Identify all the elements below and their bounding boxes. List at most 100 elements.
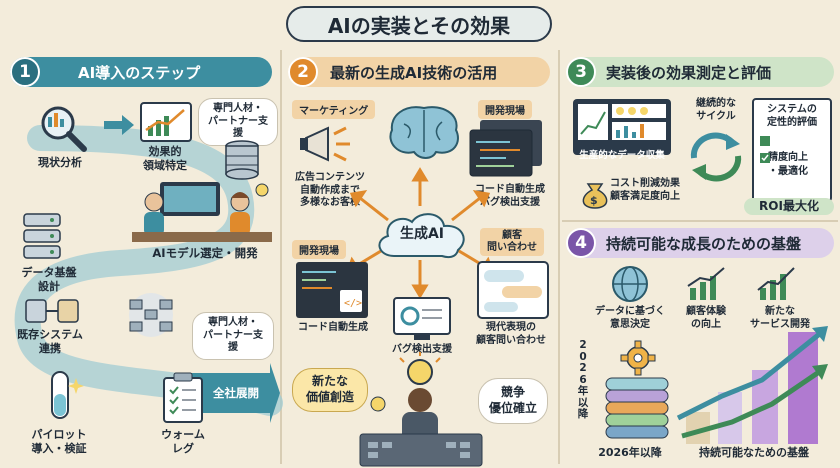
- growth-chart-icon: [140, 102, 192, 142]
- cx-line1: 顧客体験: [686, 306, 726, 317]
- operator-console-illustration: [359, 352, 483, 467]
- svg-text:$: $: [590, 194, 598, 207]
- dev-site-tag-top: 開発現場: [478, 100, 532, 119]
- data-decision-line1: データに基づく: [595, 306, 665, 317]
- arrow-right-icon: [104, 115, 134, 135]
- section1-number: 1: [10, 57, 40, 87]
- partner-top-line1: 専門人材・: [213, 103, 263, 114]
- data-infra-label: データ基盤 設計: [14, 266, 84, 294]
- existing-system-line2: 連携: [39, 341, 61, 355]
- cx-chart-icon: [687, 267, 725, 300]
- code-window-icon-bottom: </>: [296, 262, 368, 318]
- qual-eval-line2: 定性的評価: [767, 116, 817, 128]
- data-decision-line2: 意思決定: [610, 318, 650, 330]
- check-1-label: 精度向上: [768, 152, 808, 163]
- svg-text:</>: </>: [344, 298, 362, 309]
- ad-content-label: 広告コンテンツ 自動作成まで 多様なお客様: [288, 172, 372, 210]
- customer-inquiry-tag: 顧客 問い合わせ: [480, 228, 544, 256]
- cycle-label: 継続的な サイクル: [686, 98, 746, 123]
- generative-ai-cloud: [378, 213, 465, 259]
- team-working-illustration: [132, 182, 272, 242]
- data-infra-line1: データ基盤: [21, 266, 77, 279]
- test-tube-icon: [51, 371, 84, 419]
- new-service-line1: 新たな: [765, 306, 795, 317]
- section3-number: 3: [566, 57, 596, 87]
- qual-eval-line1: システムの: [767, 104, 817, 115]
- cx-line2: の向上: [691, 318, 721, 330]
- model-selection-label: AIモデル選定・開発: [152, 246, 258, 260]
- megaphone-icon: [300, 126, 350, 162]
- existing-system-line1: 既存システム: [17, 328, 83, 341]
- pilot-label: パイロット 導入・検証: [24, 428, 94, 456]
- bug-detect-label: バグ検出支援: [392, 344, 452, 355]
- warm-leg-line2: レグ: [172, 441, 194, 455]
- chat-window-icon: [477, 261, 549, 319]
- marketing-tag: マーケティング: [292, 100, 376, 119]
- partner-support-bubble-mid: 専門人材・ パートナー支援: [192, 312, 274, 360]
- bug-detect-monitor-icon: [393, 297, 451, 340]
- cycle-line1: 継続的な: [696, 98, 736, 109]
- divider-horizontal: [562, 220, 838, 222]
- code-window-icon-top: [469, 120, 542, 177]
- existing-system-label: 既存システム 連携: [12, 328, 88, 356]
- cost-line1: コスト削減効果: [610, 178, 680, 189]
- ad-content-line2: 自動作成まで: [300, 184, 360, 196]
- customer-tag-line1: 顧客: [502, 230, 522, 241]
- server-stack-icon: [23, 213, 61, 259]
- divider-left: [280, 50, 282, 464]
- section4-title: 持続可能な成長のための基盤: [606, 234, 802, 253]
- network-icon: [129, 293, 173, 337]
- competitive-bubble: 競争 優位確立: [478, 378, 548, 424]
- section2-number: 2: [288, 57, 318, 87]
- pilot-line1: パイロット: [31, 428, 87, 441]
- bottom-foundation-label: 持続可能なための基盤: [699, 446, 809, 459]
- bottom-year-label: 2026年以降: [598, 446, 662, 459]
- ad-content-line1: 広告コンテンツ: [295, 172, 365, 183]
- dev-site-tag-bottom: 開発現場: [292, 240, 346, 259]
- customer-tag-line2: 問い合わせ: [487, 242, 537, 253]
- partner-support-bubble-top: 専門人材・ パートナー支援: [198, 98, 278, 146]
- database-icon: [225, 140, 259, 180]
- cost-label: コスト削減効果 顧客満足度向上: [610, 178, 700, 203]
- current-analysis-label: 現状分析: [38, 156, 82, 169]
- new-value-line2: 価値創造: [305, 390, 354, 404]
- section4-header: 4 持続可能な成長のための基盤: [566, 228, 834, 258]
- qualitative-eval-card: [752, 98, 832, 202]
- growth-bars-chart: [676, 326, 828, 444]
- modern-inquiry-label: 現代表現の 顧客問い合わせ: [466, 322, 556, 347]
- code-gen-label: コード自動生成: [298, 322, 368, 333]
- warm-leg-line1: ウォーム: [161, 428, 205, 441]
- code-gen-bug-label: コード自動生成 バグ検出支援: [466, 184, 554, 209]
- checkbox-icon-1: [760, 136, 770, 146]
- cycle-line2: サイクル: [696, 110, 736, 122]
- qualitative-eval-label: システムの 定性的評価: [752, 104, 832, 129]
- effective-area-label: 効果的 領域特定: [132, 145, 198, 173]
- partner-top-line2: パートナー支援: [208, 115, 268, 140]
- vertical-year-label: 2026年以降: [577, 339, 589, 421]
- gear-icon: [620, 340, 656, 376]
- new-value-line1: 新たな: [311, 374, 348, 389]
- checkbox-icon-2: [760, 153, 770, 163]
- globe-icon: [612, 266, 648, 302]
- section1-header: 1 AI導入のステップ: [10, 57, 272, 87]
- magnifier-icon: [41, 106, 87, 152]
- section2-header: 2 最新の生成AI技術の活用: [288, 57, 550, 87]
- page-title: AIの実装とその効果: [286, 6, 552, 42]
- ad-content-line3: 多様なお客様: [300, 197, 360, 208]
- new-value-bubble: 新たな 価値創造: [292, 368, 368, 412]
- section3-header: 3 実装後の効果測定と評価: [566, 57, 834, 87]
- productivity-label: 生産的なデータ収集: [579, 150, 665, 161]
- code-gen-bug-line2: バグ検出支援: [480, 196, 540, 208]
- data-decision-label: データに基づく 意思決定: [588, 306, 672, 331]
- new-service-chart-icon: [757, 267, 795, 300]
- effective-area-line1: 効果的: [148, 145, 182, 158]
- clipboard-icon: [163, 372, 203, 423]
- dashboard-monitor-icon: [573, 99, 671, 155]
- section4-number: 4: [566, 228, 596, 258]
- full-rollout-label: 全社展開: [213, 386, 259, 400]
- section3-title: 実装後の効果測定と評価: [606, 63, 772, 82]
- new-service-label: 新たな サービス開発: [738, 306, 822, 331]
- system-connect-icon: [25, 299, 79, 323]
- new-service-line2: サービス開発: [750, 318, 810, 330]
- cost-line2: 顧客満足度向上: [610, 190, 680, 202]
